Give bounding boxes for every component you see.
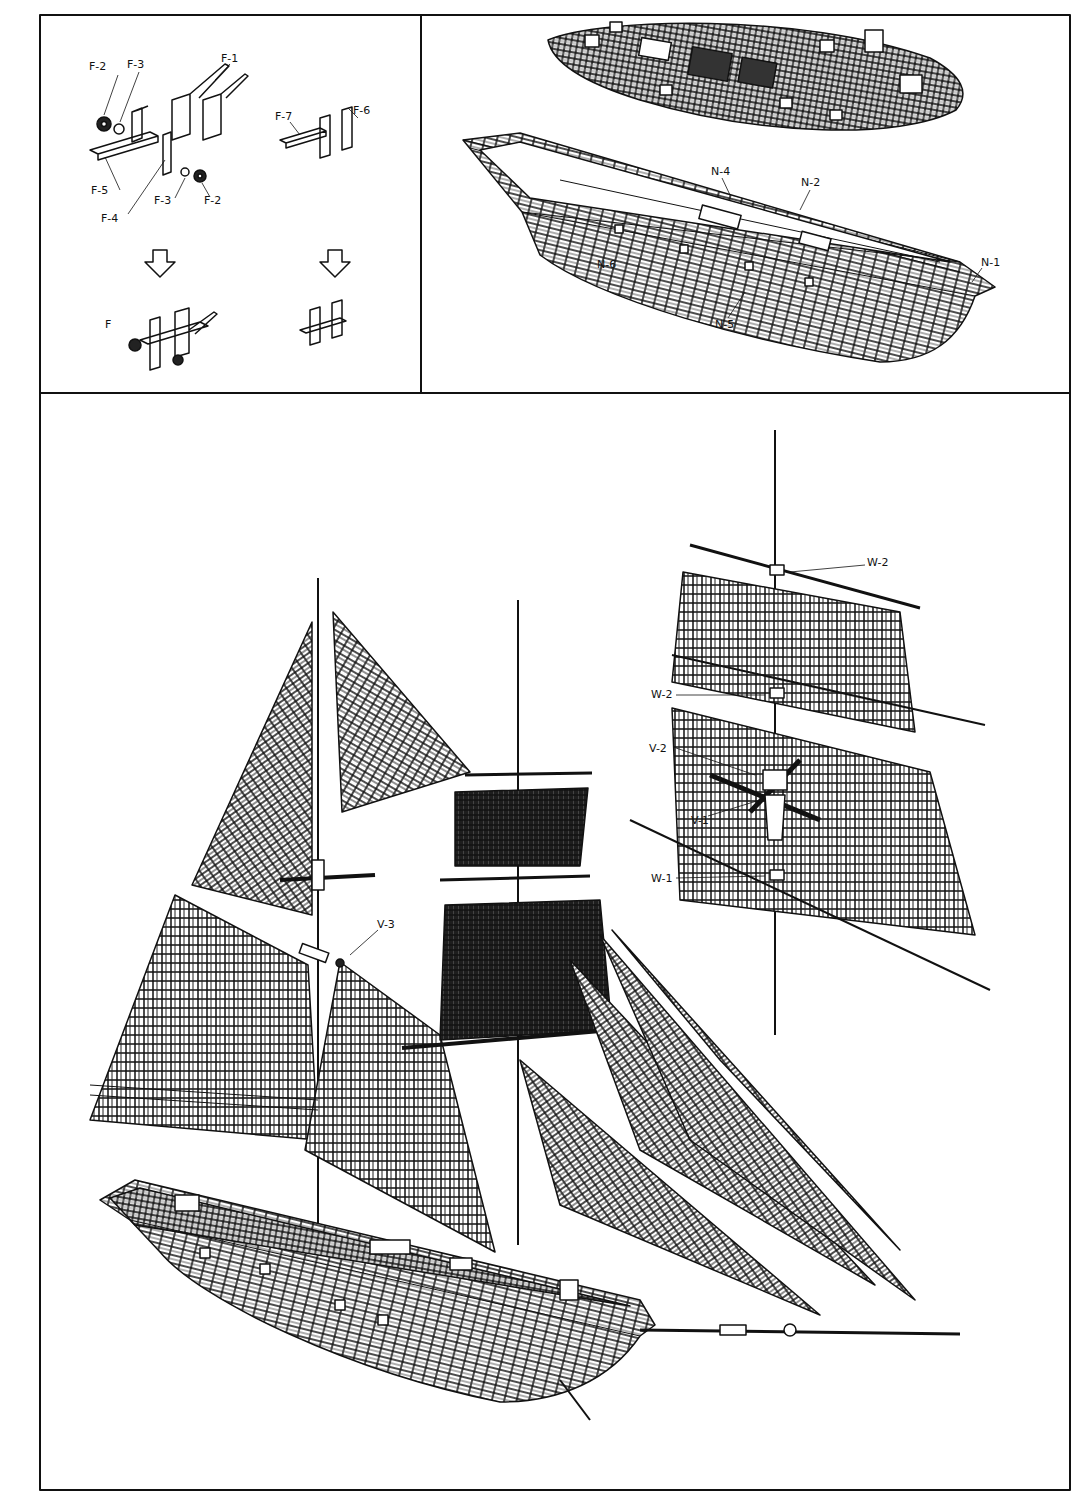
part-label: V-3 [376,918,396,931]
part-label: V-2 [648,742,668,755]
part-label: F-5 [90,184,109,197]
part-label: F [104,318,112,331]
part-label: F-3 [153,194,172,207]
part-label: F-7 [274,110,293,123]
part-label: F-6 [352,104,371,117]
part-label: W-1 [650,872,673,885]
part-label: F-2 [88,60,107,73]
part-label: F-1 [220,52,239,65]
part-label: N-4 [710,165,731,178]
part-label: F-3 [126,58,145,71]
part-label: W-2 [866,556,889,569]
part-label: N-2 [800,176,821,189]
part-label: N-5 [714,318,735,331]
part-label: V-1 [690,814,710,827]
part-label: W-2 [650,688,673,701]
part-label: F-2 [203,194,222,207]
part-label: N-6 [596,258,617,271]
part-label: N-1 [980,256,1001,269]
part-label: F-4 [100,212,119,225]
